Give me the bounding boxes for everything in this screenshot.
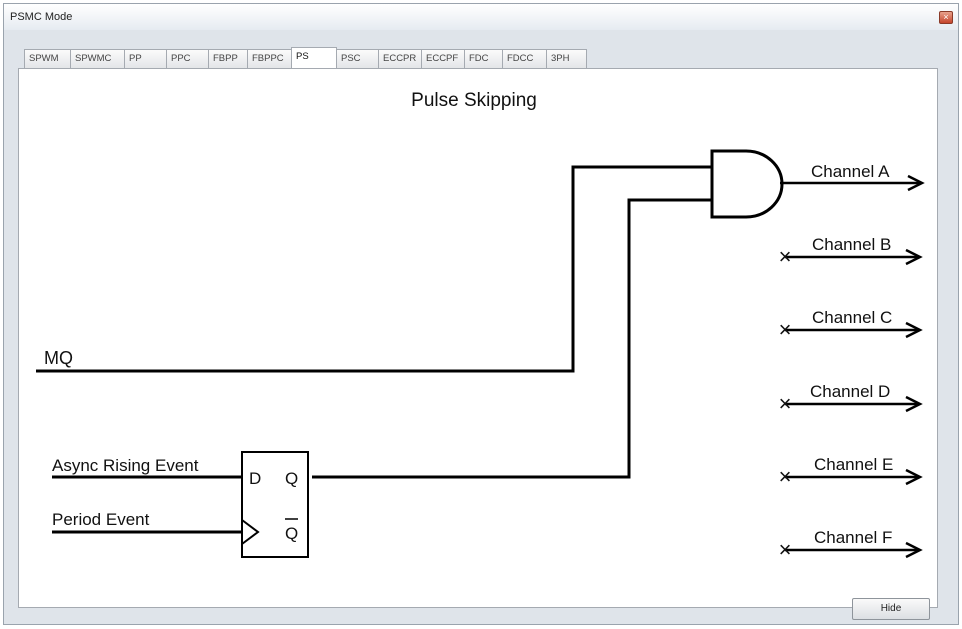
disabled-x-icon: × — [779, 391, 792, 416]
arrow-right-icon — [905, 395, 923, 413]
disabled-x-icon: × — [779, 244, 792, 269]
channel-b-output: × Channel B — [779, 235, 923, 269]
close-icon[interactable]: × — [939, 11, 953, 24]
arrow-right-icon — [905, 468, 923, 486]
arrow-right-icon — [905, 248, 923, 266]
q-to-and-wire — [312, 198, 714, 479]
channel-c-label: Channel C — [812, 308, 892, 327]
channel-d-output: × Channel D — [779, 382, 923, 416]
disabled-x-icon: × — [779, 464, 792, 489]
title-bar: PSMC Mode × — [4, 4, 958, 30]
tab-panel — [18, 68, 938, 608]
disabled-x-icon: × — [779, 317, 792, 342]
channel-d-label: Channel D — [810, 382, 890, 401]
channel-a-label: Channel A — [811, 162, 890, 181]
tab-ps[interactable]: PS — [291, 47, 337, 68]
channel-f-output: × Channel F — [779, 528, 923, 562]
channel-e-output: × Channel E — [779, 455, 923, 489]
mq-wire — [36, 165, 714, 373]
arrow-right-icon — [905, 321, 923, 339]
disabled-x-icon: × — [779, 537, 792, 562]
diagram-title: Pulse Skipping — [411, 90, 537, 111]
mq-label: MQ — [44, 348, 73, 368]
channel-b-label: Channel B — [812, 235, 891, 254]
mode-tabs: SPWM SPWMC PP PPC FBPP FBPPC PS PSC ECCP… — [24, 47, 587, 68]
wires — [36, 165, 714, 534]
arrow-right-icon — [907, 174, 925, 192]
channel-e-label: Channel E — [814, 455, 893, 474]
arrow-right-icon — [905, 541, 923, 559]
period-event-label: Period Event — [52, 510, 150, 529]
flipflop-d-label: D — [249, 469, 261, 488]
channel-a-output: Channel A — [780, 162, 925, 192]
flipflop-qbar-label: Q — [285, 524, 298, 543]
flipflop-box — [241, 451, 309, 558]
hide-button[interactable]: Hide — [852, 598, 930, 620]
channel-f-label: Channel F — [814, 528, 892, 547]
and-gate — [710, 149, 784, 219]
channel-c-output: × Channel C — [779, 308, 923, 342]
d-flipflop: D Q Q — [241, 451, 309, 558]
clock-input-icon — [241, 519, 260, 545]
flipflop-q-label: Q — [285, 469, 298, 488]
async-rising-event-label: Async Rising Event — [52, 456, 199, 475]
window-title: PSMC Mode — [10, 11, 73, 23]
tab-3ph[interactable]: 3PH — [546, 49, 587, 68]
